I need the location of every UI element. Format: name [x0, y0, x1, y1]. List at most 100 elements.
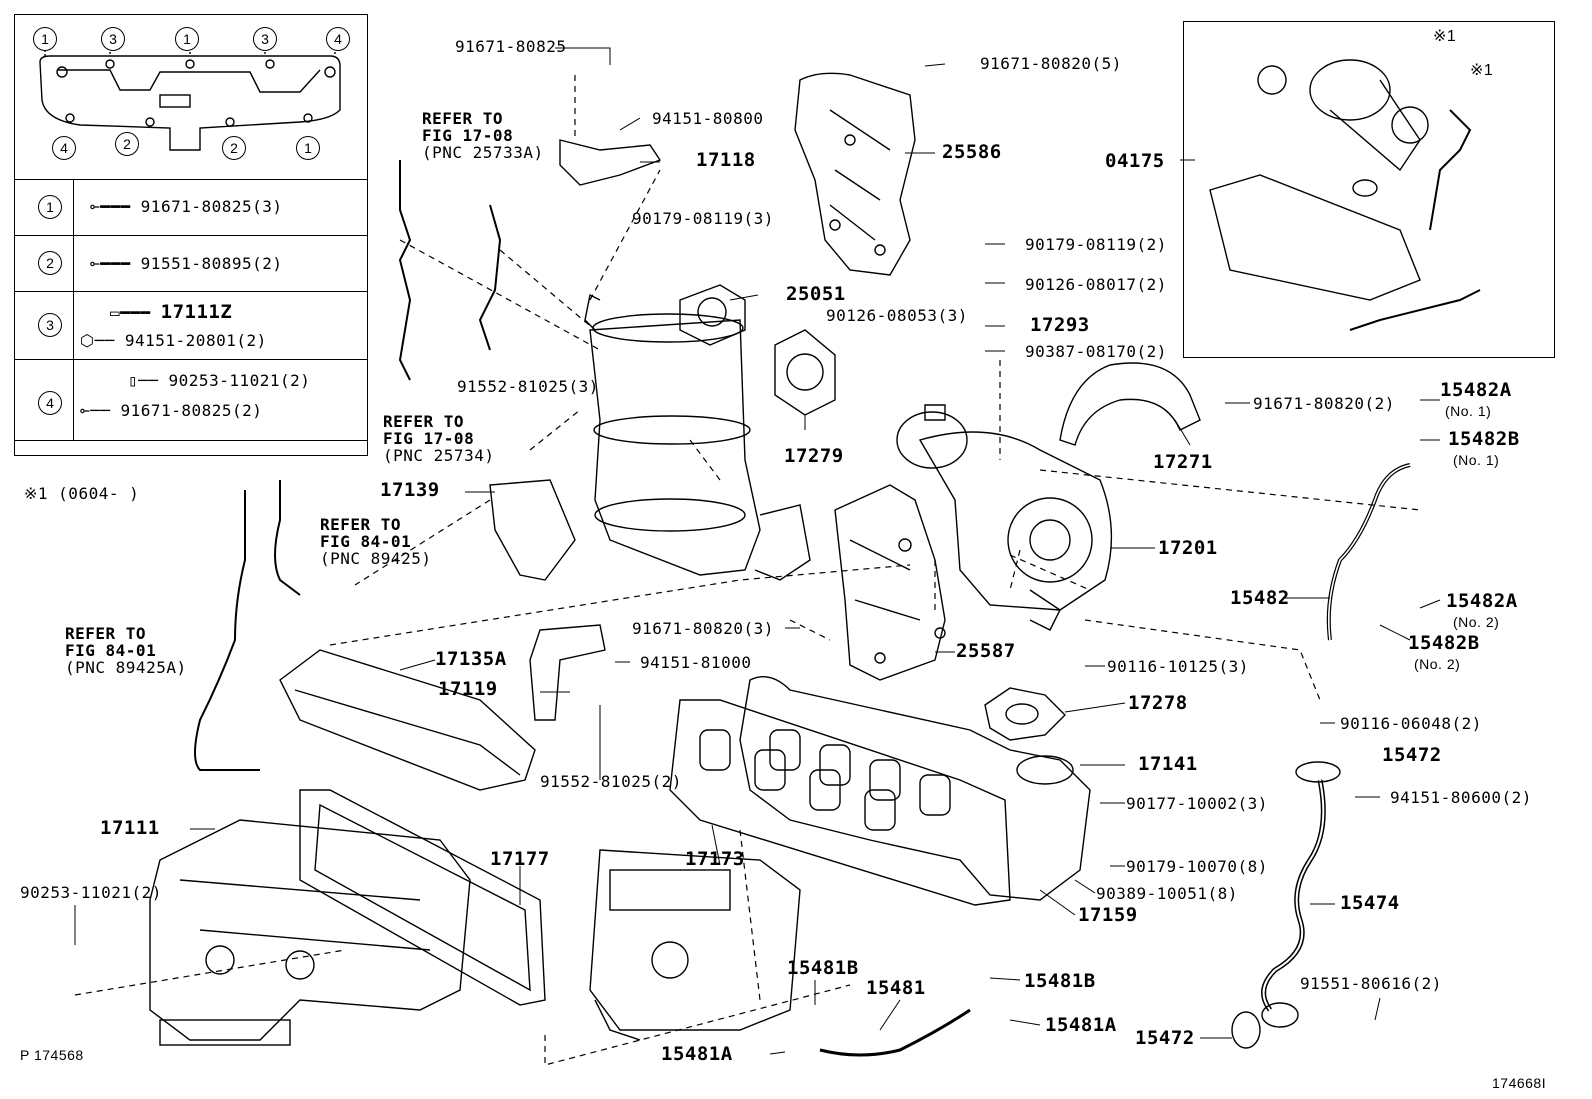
- heat-shield-upper-sketch: [794, 72, 916, 276]
- engine-block-sketch: [589, 849, 801, 1041]
- part-label: 17139: [380, 479, 440, 501]
- part-label: 17118: [696, 149, 756, 171]
- part-label: ※1: [1433, 28, 1457, 45]
- part-label: 91552-81025(3): [457, 377, 599, 396]
- leader-lines: [74, 47, 1441, 1055]
- part-label: 15482B: [1408, 632, 1480, 654]
- part-label: 17111: [100, 817, 160, 839]
- part-label: 17293: [1030, 314, 1090, 336]
- part-label: 15482A: [1446, 590, 1518, 612]
- part-label: 91671-80820(5): [980, 54, 1122, 73]
- part-label: 90387-08170(2): [1025, 342, 1167, 361]
- part-label: 94151-80800: [652, 109, 764, 128]
- part-label: 90389-10051(8): [1096, 884, 1238, 903]
- part-label: 91671-80825: [455, 37, 567, 56]
- part-label: 90126-08053(3): [826, 306, 968, 325]
- part-label: 25586: [942, 141, 1002, 163]
- gasket-17278-sketch: [984, 687, 1066, 741]
- legend-marker: 3: [253, 27, 277, 51]
- legend-part-number: ⟜━━━ 91551-80895(2): [90, 254, 283, 273]
- bracket-17118-sketch: [559, 139, 662, 186]
- legend-row-number: 3: [38, 313, 62, 337]
- turbocharger-sketch: [896, 404, 1113, 631]
- part-label: 15481B: [1024, 970, 1096, 992]
- part-label: 17271: [1153, 451, 1213, 473]
- dashed-assembly-lines: [74, 75, 1421, 1066]
- sensor-wire-middle-sketch: [478, 204, 502, 351]
- part-label: 17201: [1158, 537, 1218, 559]
- legend-marker: 2: [222, 136, 246, 160]
- page-code: P 174568: [20, 1047, 84, 1063]
- part-label: 17279: [784, 445, 844, 467]
- manifold-gasket-sketch: [39, 48, 341, 151]
- part-label: 04175: [1105, 150, 1165, 172]
- figure-code: 174668I: [1492, 1075, 1547, 1091]
- insulator-17135A-sketch: [279, 649, 536, 791]
- oil-hose-15482-sketch: [1326, 463, 1411, 641]
- part-label: 15482: [1230, 587, 1290, 609]
- part-label: 15481: [866, 977, 926, 999]
- part-label: 25587: [956, 640, 1016, 662]
- part-label: 90177-10002(3): [1126, 794, 1268, 813]
- part-label: (No. 1): [1453, 452, 1500, 468]
- part-label: 17141: [1138, 753, 1198, 775]
- inset-assembly-sketch: [1209, 59, 1481, 331]
- intake-manifold-sketch: [149, 819, 471, 1046]
- legend-part-number: ▭━━━ 17111Z: [110, 301, 233, 323]
- part-label: 91671-80820(2): [1253, 394, 1395, 413]
- inset-assembly-box: [1183, 21, 1555, 358]
- part-label: 17177: [490, 848, 550, 870]
- part-label: 91552-81025(2): [540, 772, 682, 791]
- legend-marker: 1: [175, 27, 199, 51]
- part-label: 90179-10070(8): [1126, 857, 1268, 876]
- sensor-wire-right-sketch: [274, 480, 301, 596]
- part-label: (No. 2): [1453, 614, 1500, 630]
- legend-row-number: 4: [38, 391, 62, 415]
- gasket-15472-bottom-sketch: [1231, 1011, 1261, 1049]
- part-label: 94151-81000: [640, 653, 752, 672]
- sensor-wire-left-sketch: [194, 490, 260, 771]
- legend-part-number: ▯── 90253-11021(2): [128, 371, 311, 390]
- exhaust-manifold-sketch: [739, 676, 1091, 901]
- fastener-legend-box: [14, 14, 368, 456]
- bracket-17139-sketch: [489, 479, 576, 581]
- part-label: (No. 1): [1445, 403, 1492, 419]
- catalytic-converter-sketch: [584, 284, 811, 581]
- part-label: 15481A: [1045, 1014, 1117, 1036]
- part-label: 17159: [1078, 904, 1138, 926]
- gasket-17173-sketch: [669, 699, 1011, 906]
- legend-marker: 4: [326, 27, 350, 51]
- legend-marker: 1: [33, 27, 57, 51]
- legend-part-number: ⬡── 94151-20801(2): [80, 331, 267, 350]
- part-label: 17119: [438, 678, 498, 700]
- part-label: 15472: [1382, 744, 1442, 766]
- part-label: (No. 2): [1414, 656, 1461, 672]
- gasket-17177-sketch: [299, 789, 546, 1006]
- part-label: 90126-08017(2): [1025, 275, 1167, 294]
- part-label: 17278: [1128, 692, 1188, 714]
- legend-part-number: ⟜── 91671-80825(2): [80, 401, 263, 420]
- applicability-note: ※1 (0604- ): [24, 484, 140, 503]
- oil-line-15481-sketch: [819, 1008, 971, 1057]
- part-label: 90179-08119(2): [1025, 235, 1167, 254]
- gasket-15472-top-sketch: [1295, 761, 1341, 783]
- legend-marker: 1: [296, 136, 320, 160]
- part-label: 15482B: [1448, 428, 1520, 450]
- part-label: 15482A: [1440, 379, 1512, 401]
- legend-divider: [73, 179, 74, 441]
- bracket-17119-sketch: [529, 624, 606, 721]
- part-label: 17135A: [435, 648, 507, 670]
- part-label: 15481A: [661, 1043, 733, 1065]
- part-label: 90116-10125(3): [1107, 657, 1249, 676]
- legend-row-number: 1: [38, 195, 62, 219]
- legend-marker: 2: [115, 132, 139, 156]
- part-label: 90179-08119(3): [632, 209, 774, 228]
- part-label: 91671-80820(3): [632, 619, 774, 638]
- part-label: 94151-80600(2): [1390, 788, 1532, 807]
- part-label: 15472: [1135, 1027, 1195, 1049]
- part-label: 90253-11021(2): [20, 883, 162, 902]
